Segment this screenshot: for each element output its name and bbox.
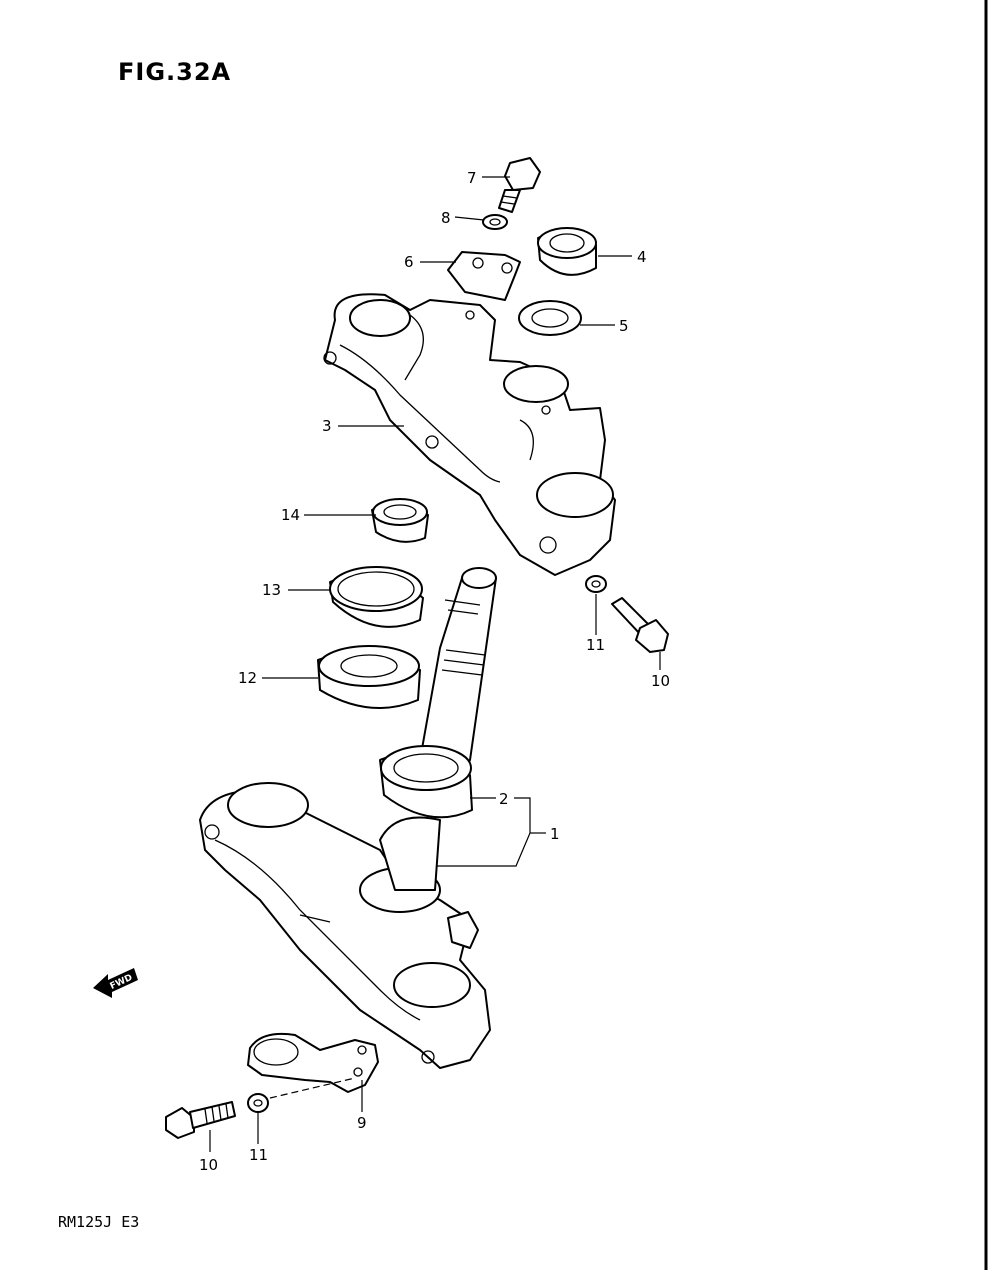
callout-7: 7 xyxy=(467,169,477,187)
callout-4: 4 xyxy=(637,248,647,266)
callout-12: 12 xyxy=(238,669,257,687)
fwd-direction-marker: FWD xyxy=(93,968,138,998)
callout-2: 2 xyxy=(499,790,509,808)
part-13-seal xyxy=(329,566,424,628)
callout-14: 14 xyxy=(281,506,300,524)
part-8-washer xyxy=(482,214,508,230)
callout-11-upper: 11 xyxy=(586,636,605,654)
part-4-nut xyxy=(537,227,597,276)
callout-11-lower: 11 xyxy=(249,1146,268,1164)
callout-9: 9 xyxy=(357,1114,367,1132)
part-5-washer xyxy=(518,300,582,336)
callout-10-upper: 10 xyxy=(651,672,670,690)
part-6-plate xyxy=(447,251,521,301)
callout-10-lower: 10 xyxy=(199,1156,218,1174)
part-10-bolt-upper xyxy=(611,597,669,653)
part-3-upper-bracket xyxy=(323,293,616,576)
figure-title: FIG.32A xyxy=(118,58,232,86)
part-12-bearing xyxy=(317,645,421,709)
part-10-bolt-lower xyxy=(165,1101,236,1139)
part-7-bolt xyxy=(498,157,541,213)
callout-numbers: 7 8 4 6 5 3 14 13 12 11 10 2 1 9 11 10 xyxy=(199,169,670,1174)
callout-3: 3 xyxy=(322,417,332,435)
part-14-nut xyxy=(371,498,429,543)
callout-5: 5 xyxy=(619,317,629,335)
callout-8: 8 xyxy=(441,209,451,227)
model-code: RM125J E3 xyxy=(58,1213,140,1231)
leader-lines xyxy=(209,176,661,1152)
part-2-bearing xyxy=(379,745,473,819)
callout-1: 1 xyxy=(550,825,560,843)
part-11-washer-upper xyxy=(585,575,607,593)
callout-13: 13 xyxy=(262,581,281,599)
part-11-washer-lower xyxy=(247,1093,269,1113)
callout-6: 6 xyxy=(404,253,414,271)
part-1-steering-stem xyxy=(199,567,497,1069)
part-9-bracket xyxy=(247,1032,379,1093)
